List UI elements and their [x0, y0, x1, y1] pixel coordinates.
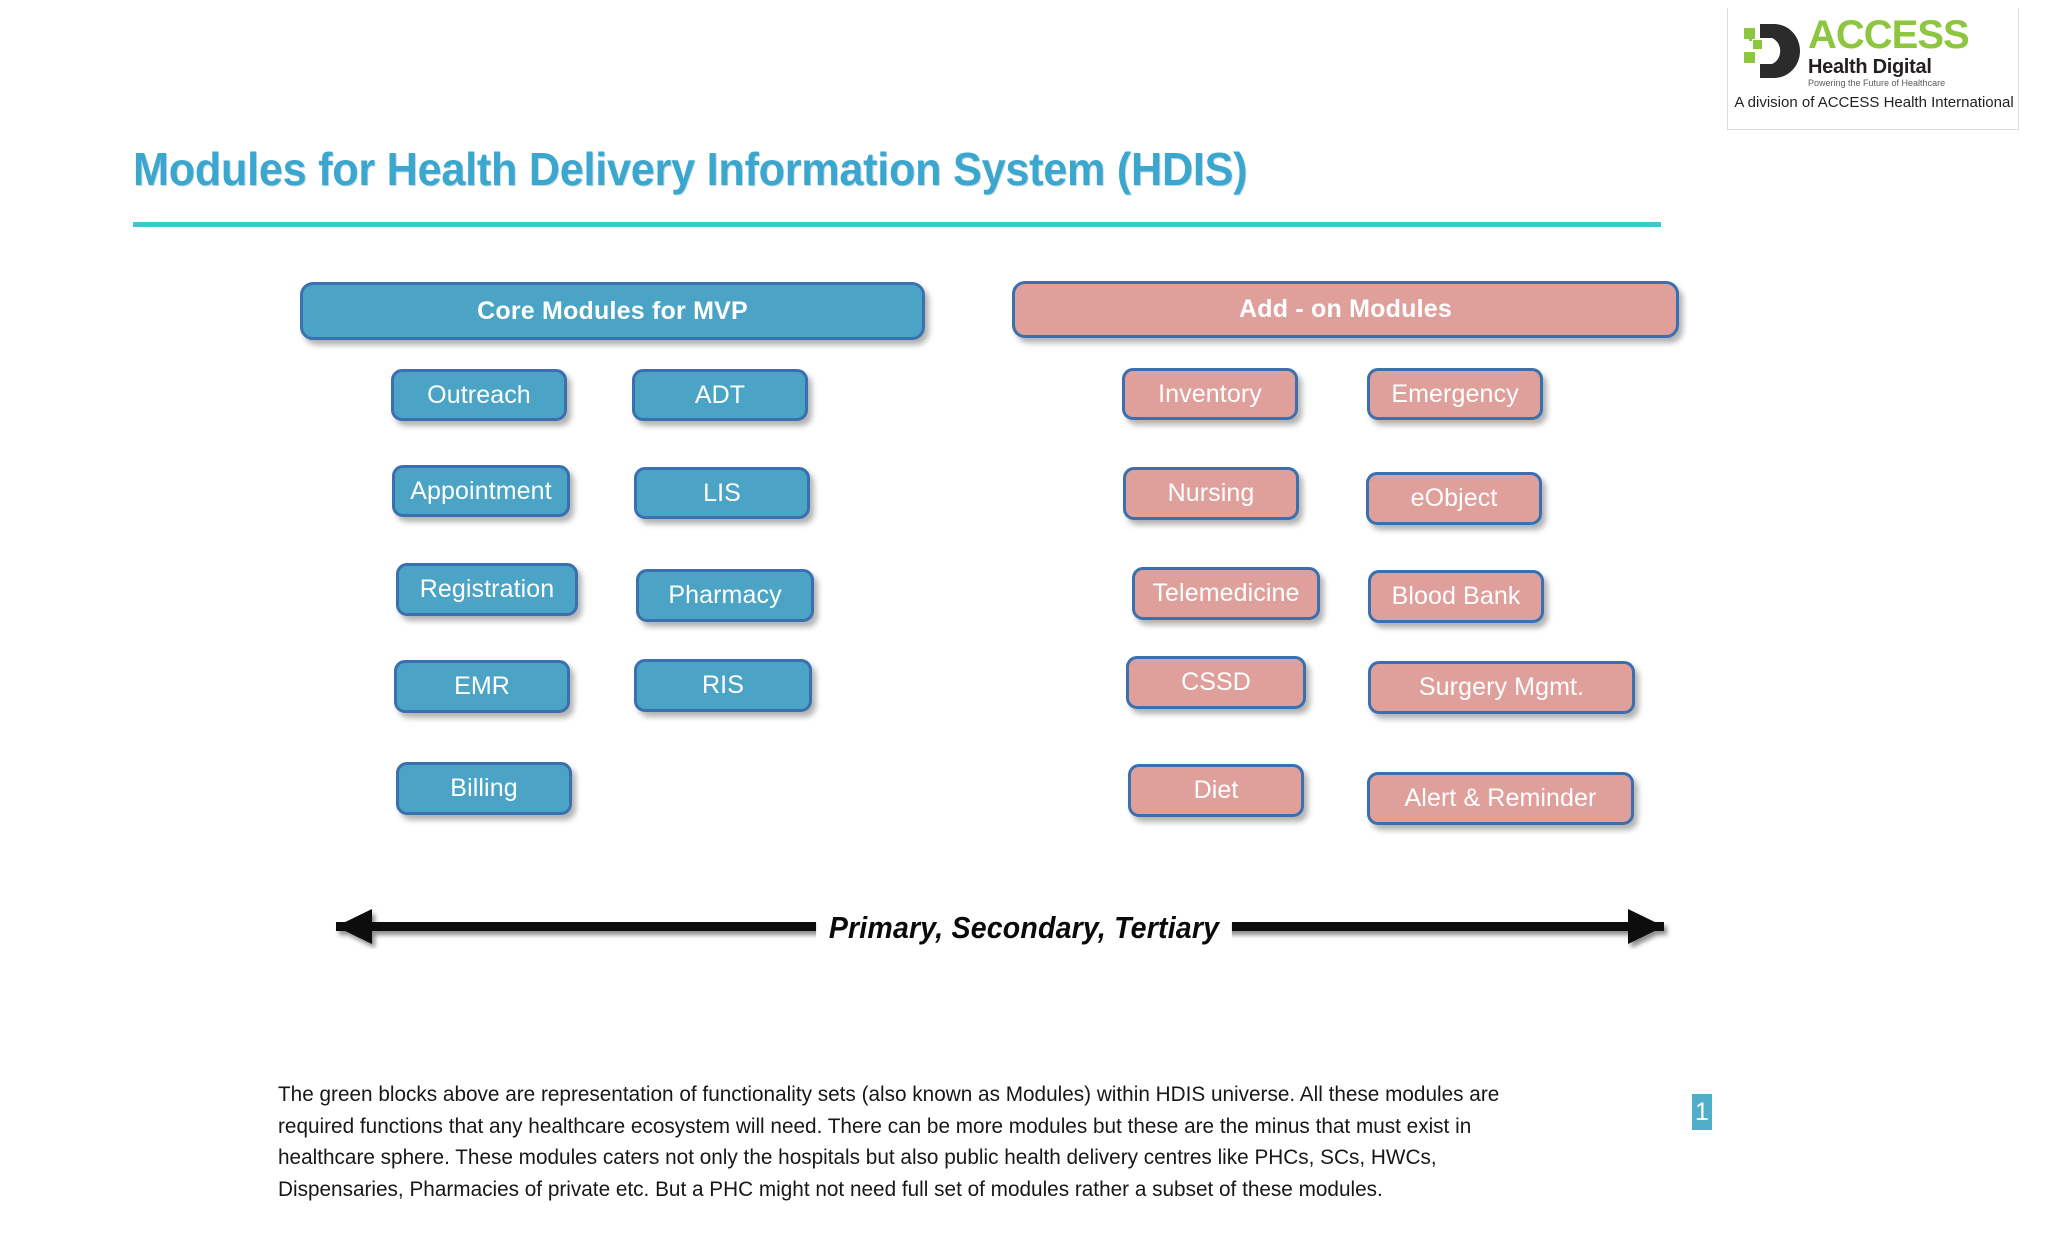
- module-label: Inventory: [1158, 379, 1262, 408]
- page-title: Modules for Health Delivery Information …: [133, 143, 1248, 195]
- logo-health-digital-text: Health Digital: [1808, 55, 1932, 78]
- module-label: Appointment: [410, 476, 552, 505]
- module-surgery-mgmt[interactable]: Surgery Mgmt.: [1368, 661, 1635, 714]
- logo-division-line: A division of ACCESS Health Internationa…: [1734, 94, 2014, 111]
- page-number-badge: 1: [1692, 1094, 1712, 1130]
- module-label: Billing: [450, 774, 518, 803]
- module-label: LIS: [703, 478, 741, 507]
- module-label: Pharmacy: [668, 581, 782, 610]
- module-blood-bank[interactable]: Blood Bank: [1368, 570, 1544, 623]
- module-label: Nursing: [1167, 479, 1255, 508]
- module-label: EMR: [454, 672, 510, 701]
- module-registration[interactable]: Registration: [396, 563, 578, 616]
- module-lis[interactable]: LIS: [634, 467, 810, 519]
- module-label: Blood Bank: [1391, 582, 1521, 611]
- module-label: Surgery Mgmt.: [1418, 673, 1585, 702]
- group-header-label: Core Modules for MVP: [477, 296, 748, 325]
- module-label: eObject: [1410, 484, 1498, 513]
- module-adt[interactable]: ADT: [632, 369, 808, 421]
- logo-access-text: ACCESS: [1808, 12, 1970, 57]
- module-label: Telemedicine: [1152, 579, 1300, 608]
- module-inventory[interactable]: Inventory: [1122, 368, 1298, 420]
- double-headed-arrow: [300, 905, 1700, 949]
- module-label: ADT: [694, 380, 746, 409]
- module-pharmacy[interactable]: Pharmacy: [636, 569, 814, 622]
- group-header-label: Add - on Modules: [1239, 295, 1452, 324]
- module-appointment[interactable]: Appointment: [392, 465, 570, 517]
- module-cssd[interactable]: CSSD: [1126, 656, 1306, 709]
- module-label: CSSD: [1181, 668, 1251, 697]
- access-health-digital-logo: ACCESS Health Digital Powering the Futur…: [1727, 8, 2019, 130]
- explanatory-note: The green blocks above are representatio…: [278, 1082, 1500, 1201]
- logo-tagline: Powering the Future of Healthcare: [1808, 77, 1946, 88]
- module-label: Outreach: [427, 380, 531, 409]
- logo-main-lockup: ACCESS Health Digital Powering the Futur…: [1728, 14, 2020, 88]
- module-diet[interactable]: Diet: [1128, 764, 1304, 817]
- module-label: Diet: [1193, 776, 1239, 805]
- module-label: Alert & Reminder: [1404, 784, 1597, 813]
- group-header-addon-modules[interactable]: Add - on Modules: [1012, 281, 1679, 338]
- module-outreach[interactable]: Outreach: [391, 369, 567, 421]
- title-underline-rule: [133, 222, 1661, 227]
- module-telemedicine[interactable]: Telemedicine: [1132, 567, 1320, 620]
- module-emr[interactable]: EMR: [394, 660, 570, 713]
- module-nursing[interactable]: Nursing: [1123, 467, 1299, 520]
- module-alert-reminder[interactable]: Alert & Reminder: [1367, 772, 1634, 825]
- module-label: RIS: [702, 671, 744, 700]
- logo-mark-icon: [1742, 20, 1804, 82]
- module-eobject[interactable]: eObject: [1366, 472, 1542, 525]
- module-label: Emergency: [1391, 379, 1519, 408]
- module-emergency[interactable]: Emergency: [1367, 368, 1543, 420]
- module-billing[interactable]: Billing: [396, 762, 572, 815]
- module-label: Registration: [419, 575, 555, 604]
- logo-wordmark: ACCESS Health Digital Powering the Futur…: [1808, 12, 1970, 88]
- group-header-core-modules[interactable]: Core Modules for MVP: [300, 282, 925, 340]
- module-ris[interactable]: RIS: [634, 659, 812, 712]
